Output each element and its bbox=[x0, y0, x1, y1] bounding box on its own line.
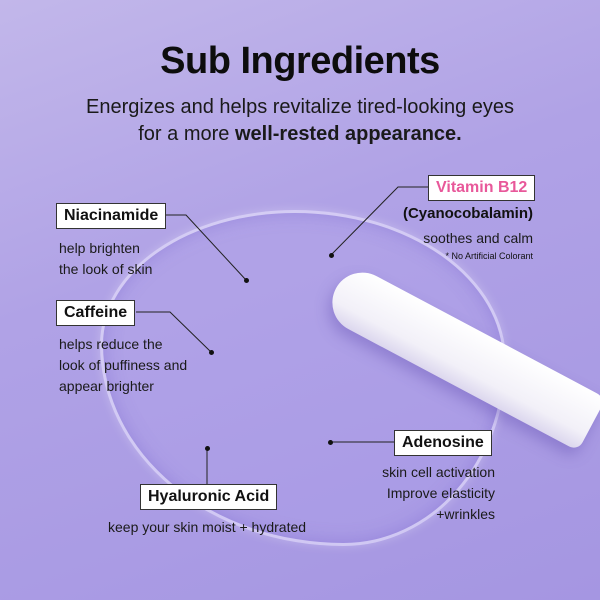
page-subtitle: Energizes and helps revitalize tired-loo… bbox=[0, 94, 600, 148]
desc-line: help brighten bbox=[59, 240, 140, 256]
page-title: Sub Ingredients bbox=[160, 40, 440, 82]
adenosine-desc: skin cell activation Improve elasticity … bbox=[382, 462, 495, 525]
hyaluronic-dot bbox=[205, 446, 210, 451]
desc-line: helps reduce the bbox=[59, 336, 163, 352]
niacinamide-dot bbox=[244, 278, 249, 283]
caffeine-label: Caffeine bbox=[56, 300, 136, 326]
desc-line: appear brighter bbox=[59, 378, 154, 394]
hyaluronic-desc: keep your skin moist + hydrated bbox=[108, 519, 307, 535]
subtitle-bold: well-rested appearance. bbox=[234, 123, 462, 145]
desc-line: Improve elasticity bbox=[386, 485, 495, 501]
hyaluronic-label: Hyaluronic Acid bbox=[140, 484, 278, 510]
desc-line: the look of skin bbox=[59, 261, 153, 277]
vitaminb12-label: Vitamin B12 bbox=[428, 175, 536, 201]
niacinamide-desc: help brighten the look of skin bbox=[59, 238, 152, 280]
caffeine-dot bbox=[209, 350, 214, 355]
desc-line: skin cell activation bbox=[382, 464, 495, 480]
vitaminb12-dot bbox=[329, 253, 334, 258]
desc-line: +wrinkles bbox=[436, 506, 495, 522]
desc-line: look of puffiness and bbox=[59, 357, 188, 373]
adenosine-dot bbox=[328, 440, 333, 445]
adenosine-label: Adenosine bbox=[394, 430, 492, 456]
subtitle-regular: for a more bbox=[138, 123, 235, 145]
vitaminb12-subname: (Cyanocobalamin) bbox=[402, 205, 533, 222]
caffeine-desc: helps reduce the look of puffiness and a… bbox=[59, 334, 187, 397]
subtitle-line-2: for a more well-rested appearance. bbox=[0, 121, 600, 148]
vitaminb12-note: * No Artificial Colorant bbox=[445, 251, 533, 261]
vitaminb12-desc: soothes and calm bbox=[423, 230, 533, 246]
subtitle-line-1: Energizes and helps revitalize tired-loo… bbox=[85, 96, 514, 118]
niacinamide-label: Niacinamide bbox=[56, 203, 167, 229]
